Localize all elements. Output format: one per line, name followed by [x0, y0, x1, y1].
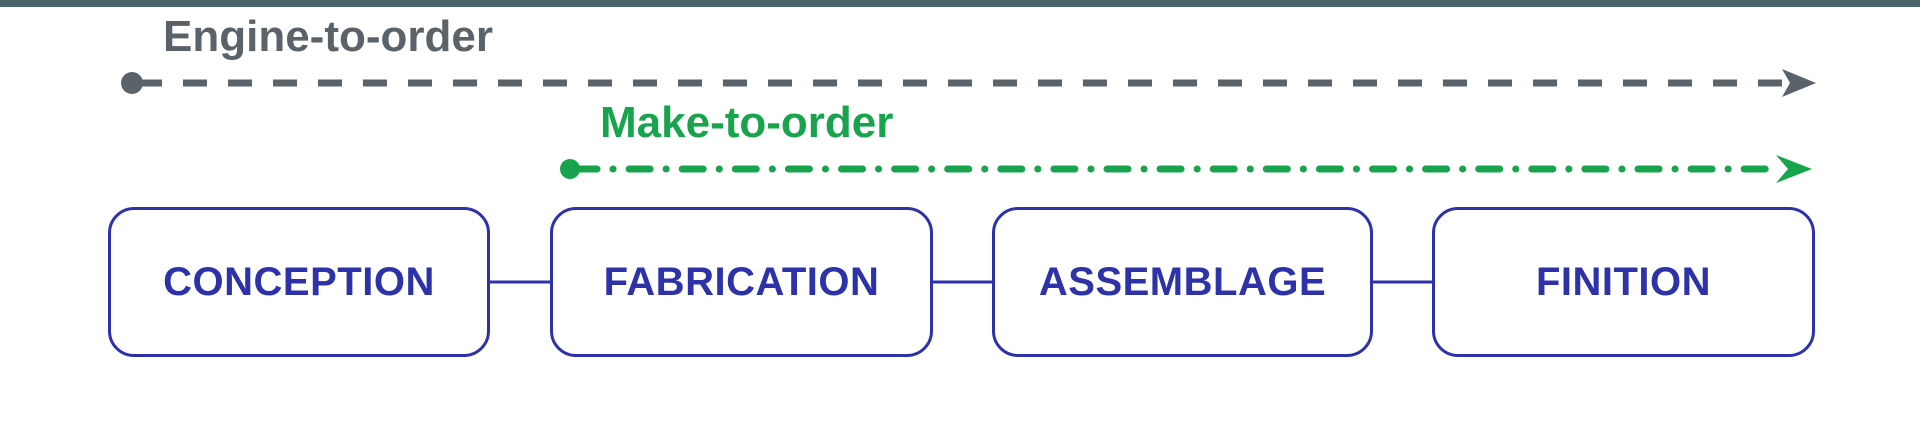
- stage-label: CONCEPTION: [163, 259, 435, 304]
- engine-to-order-start-dot: [121, 72, 143, 94]
- stage-label: FINITION: [1535, 259, 1712, 304]
- stage-box-finition: FINITION: [1432, 207, 1815, 357]
- stage-label: FABRICATION: [603, 259, 880, 304]
- top-border-bar: [0, 0, 1920, 7]
- engine-to-order-arrowhead: [1782, 69, 1816, 97]
- stage-box-assemblage: ASSEMBLAGE: [992, 207, 1373, 357]
- engine-to-order-label: Engine-to-order: [163, 12, 493, 61]
- make-to-order-start-dot: [560, 159, 580, 179]
- make-to-order-arrowhead: [1776, 155, 1812, 183]
- stage-box-fabrication: FABRICATION: [550, 207, 933, 357]
- stage-box-conception: CONCEPTION: [108, 207, 490, 357]
- stage-label: ASSEMBLAGE: [1038, 259, 1327, 304]
- make-to-order-label: Make-to-order: [600, 98, 894, 147]
